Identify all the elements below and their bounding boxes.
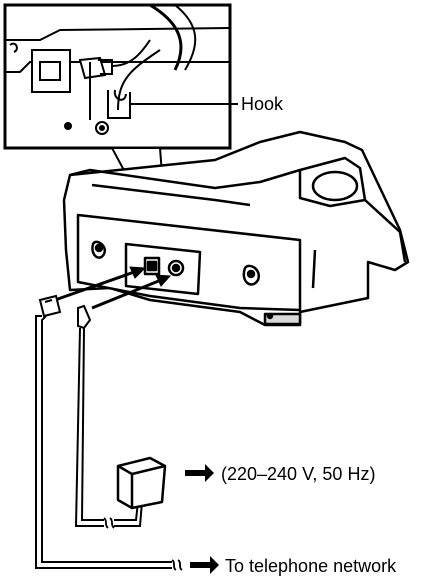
right-arrow-icon	[185, 464, 214, 482]
inset-screw-center	[99, 125, 105, 131]
cord-break-2	[177, 559, 183, 571]
inset-mark	[9, 42, 18, 53]
arrow-line-jack	[54, 268, 141, 302]
adaptor-cord-to-unit	[114, 501, 143, 527]
network-label: To telephone network	[225, 556, 397, 576]
dc-plug	[77, 304, 92, 330]
adaptor-body	[116, 456, 167, 510]
telephone-plug-clip	[44, 299, 53, 303]
dc-jack-pin	[171, 263, 181, 273]
detail-inset	[3, 3, 232, 150]
foot-screw	[266, 312, 274, 320]
power-callout: (220–240 V, 50 Hz)	[185, 464, 375, 484]
telephone-base	[62, 130, 410, 327]
adaptor-cord-outer	[74, 327, 104, 527]
adaptor-break-1	[103, 517, 109, 529]
base-ridge-2	[91, 183, 251, 207]
telephone-cord-outer	[35, 315, 172, 569]
inset-socket-hole	[39, 61, 61, 81]
inset-cord-top-2	[174, 5, 197, 71]
wall-mount-dot-left	[94, 243, 104, 253]
power-label: (220–240 V, 50 Hz)	[221, 464, 375, 484]
wall-mount-hole-right	[242, 264, 261, 286]
inset-ledge	[5, 27, 230, 41]
arrow-dc-jack	[91, 276, 167, 310]
insertion-arrows	[54, 266, 172, 310]
inset-cord-top	[149, 5, 183, 71]
side-slot	[311, 249, 317, 289]
arrow-head-jack	[129, 266, 147, 279]
base-foot	[263, 312, 302, 326]
inset-socket	[31, 49, 71, 93]
telephone-cord-inner	[41, 315, 172, 563]
right-arrow-icon	[190, 556, 219, 574]
handset-tail	[364, 199, 407, 263]
base-ridge	[69, 168, 301, 190]
cords	[35, 294, 183, 571]
ac-adaptor	[116, 456, 167, 510]
line-jack-port	[146, 260, 158, 272]
cradle-recess	[311, 170, 359, 202]
inset-screw-hole	[64, 122, 72, 130]
inset-screw-large	[95, 121, 109, 135]
network-callout: To telephone network	[190, 556, 397, 576]
jack-recess	[124, 242, 202, 296]
inset-cord-plug	[111, 39, 151, 67]
arrow-head-dc	[155, 274, 172, 287]
cord-break-1	[171, 559, 177, 571]
adaptor-break-2	[109, 517, 115, 529]
wall-mount-hole-left	[91, 240, 107, 259]
inset-cord-down	[117, 49, 161, 111]
telephone-plug	[38, 294, 62, 318]
hook-label: Hook	[241, 94, 284, 114]
wall-mount-dot-right	[246, 269, 256, 279]
adaptor-cord-inner	[80, 327, 104, 521]
